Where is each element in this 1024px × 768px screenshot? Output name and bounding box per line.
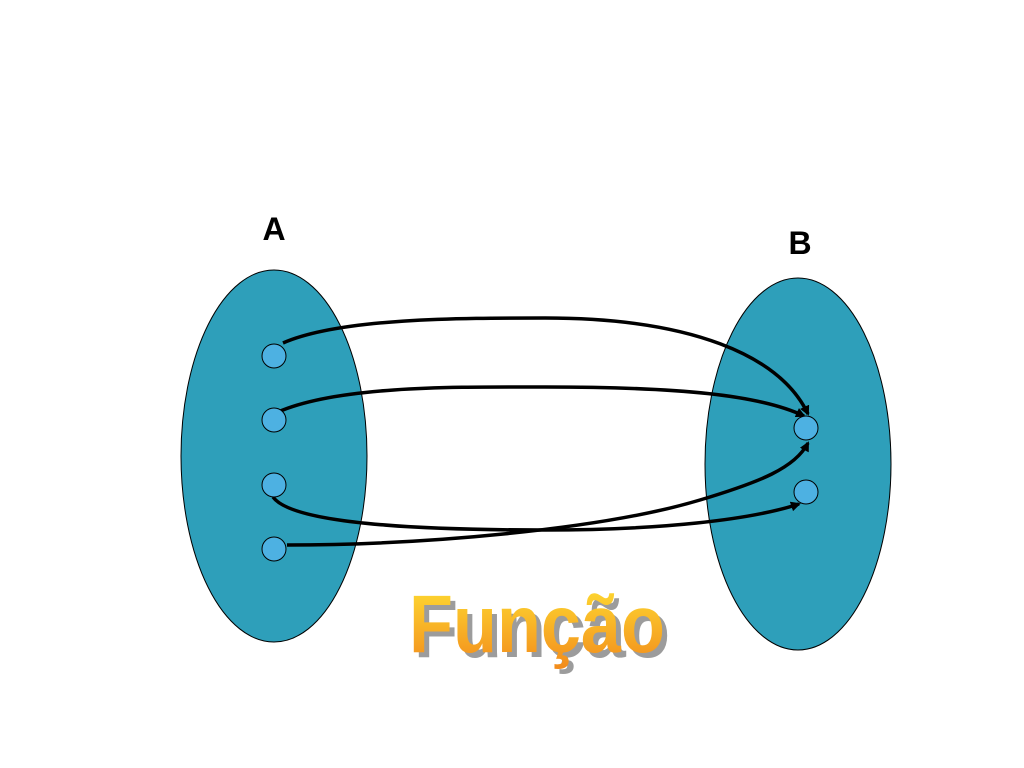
set-b-element-1: [793, 415, 819, 441]
set-b-ellipse: [704, 277, 892, 651]
set-a-element-1: [261, 343, 287, 369]
set-b-element-2: [793, 479, 819, 505]
mapping-arrow-a4-b1: [286, 441, 810, 547]
mapping-arrow-a1-b1: [282, 316, 810, 416]
set-a-element-2: [261, 407, 287, 433]
set-b-label: B: [788, 225, 811, 261]
set-a-ellipse: [180, 269, 368, 643]
mapping-arrow-a2-b1: [277, 385, 806, 418]
title-wordart: Função Função: [409, 579, 670, 675]
set-a-label: A: [262, 211, 285, 247]
title-shadow: Função: [414, 584, 670, 675]
set-a-element-3: [261, 472, 287, 498]
title-text: Função: [409, 579, 665, 670]
set-a-element-4: [261, 536, 287, 562]
